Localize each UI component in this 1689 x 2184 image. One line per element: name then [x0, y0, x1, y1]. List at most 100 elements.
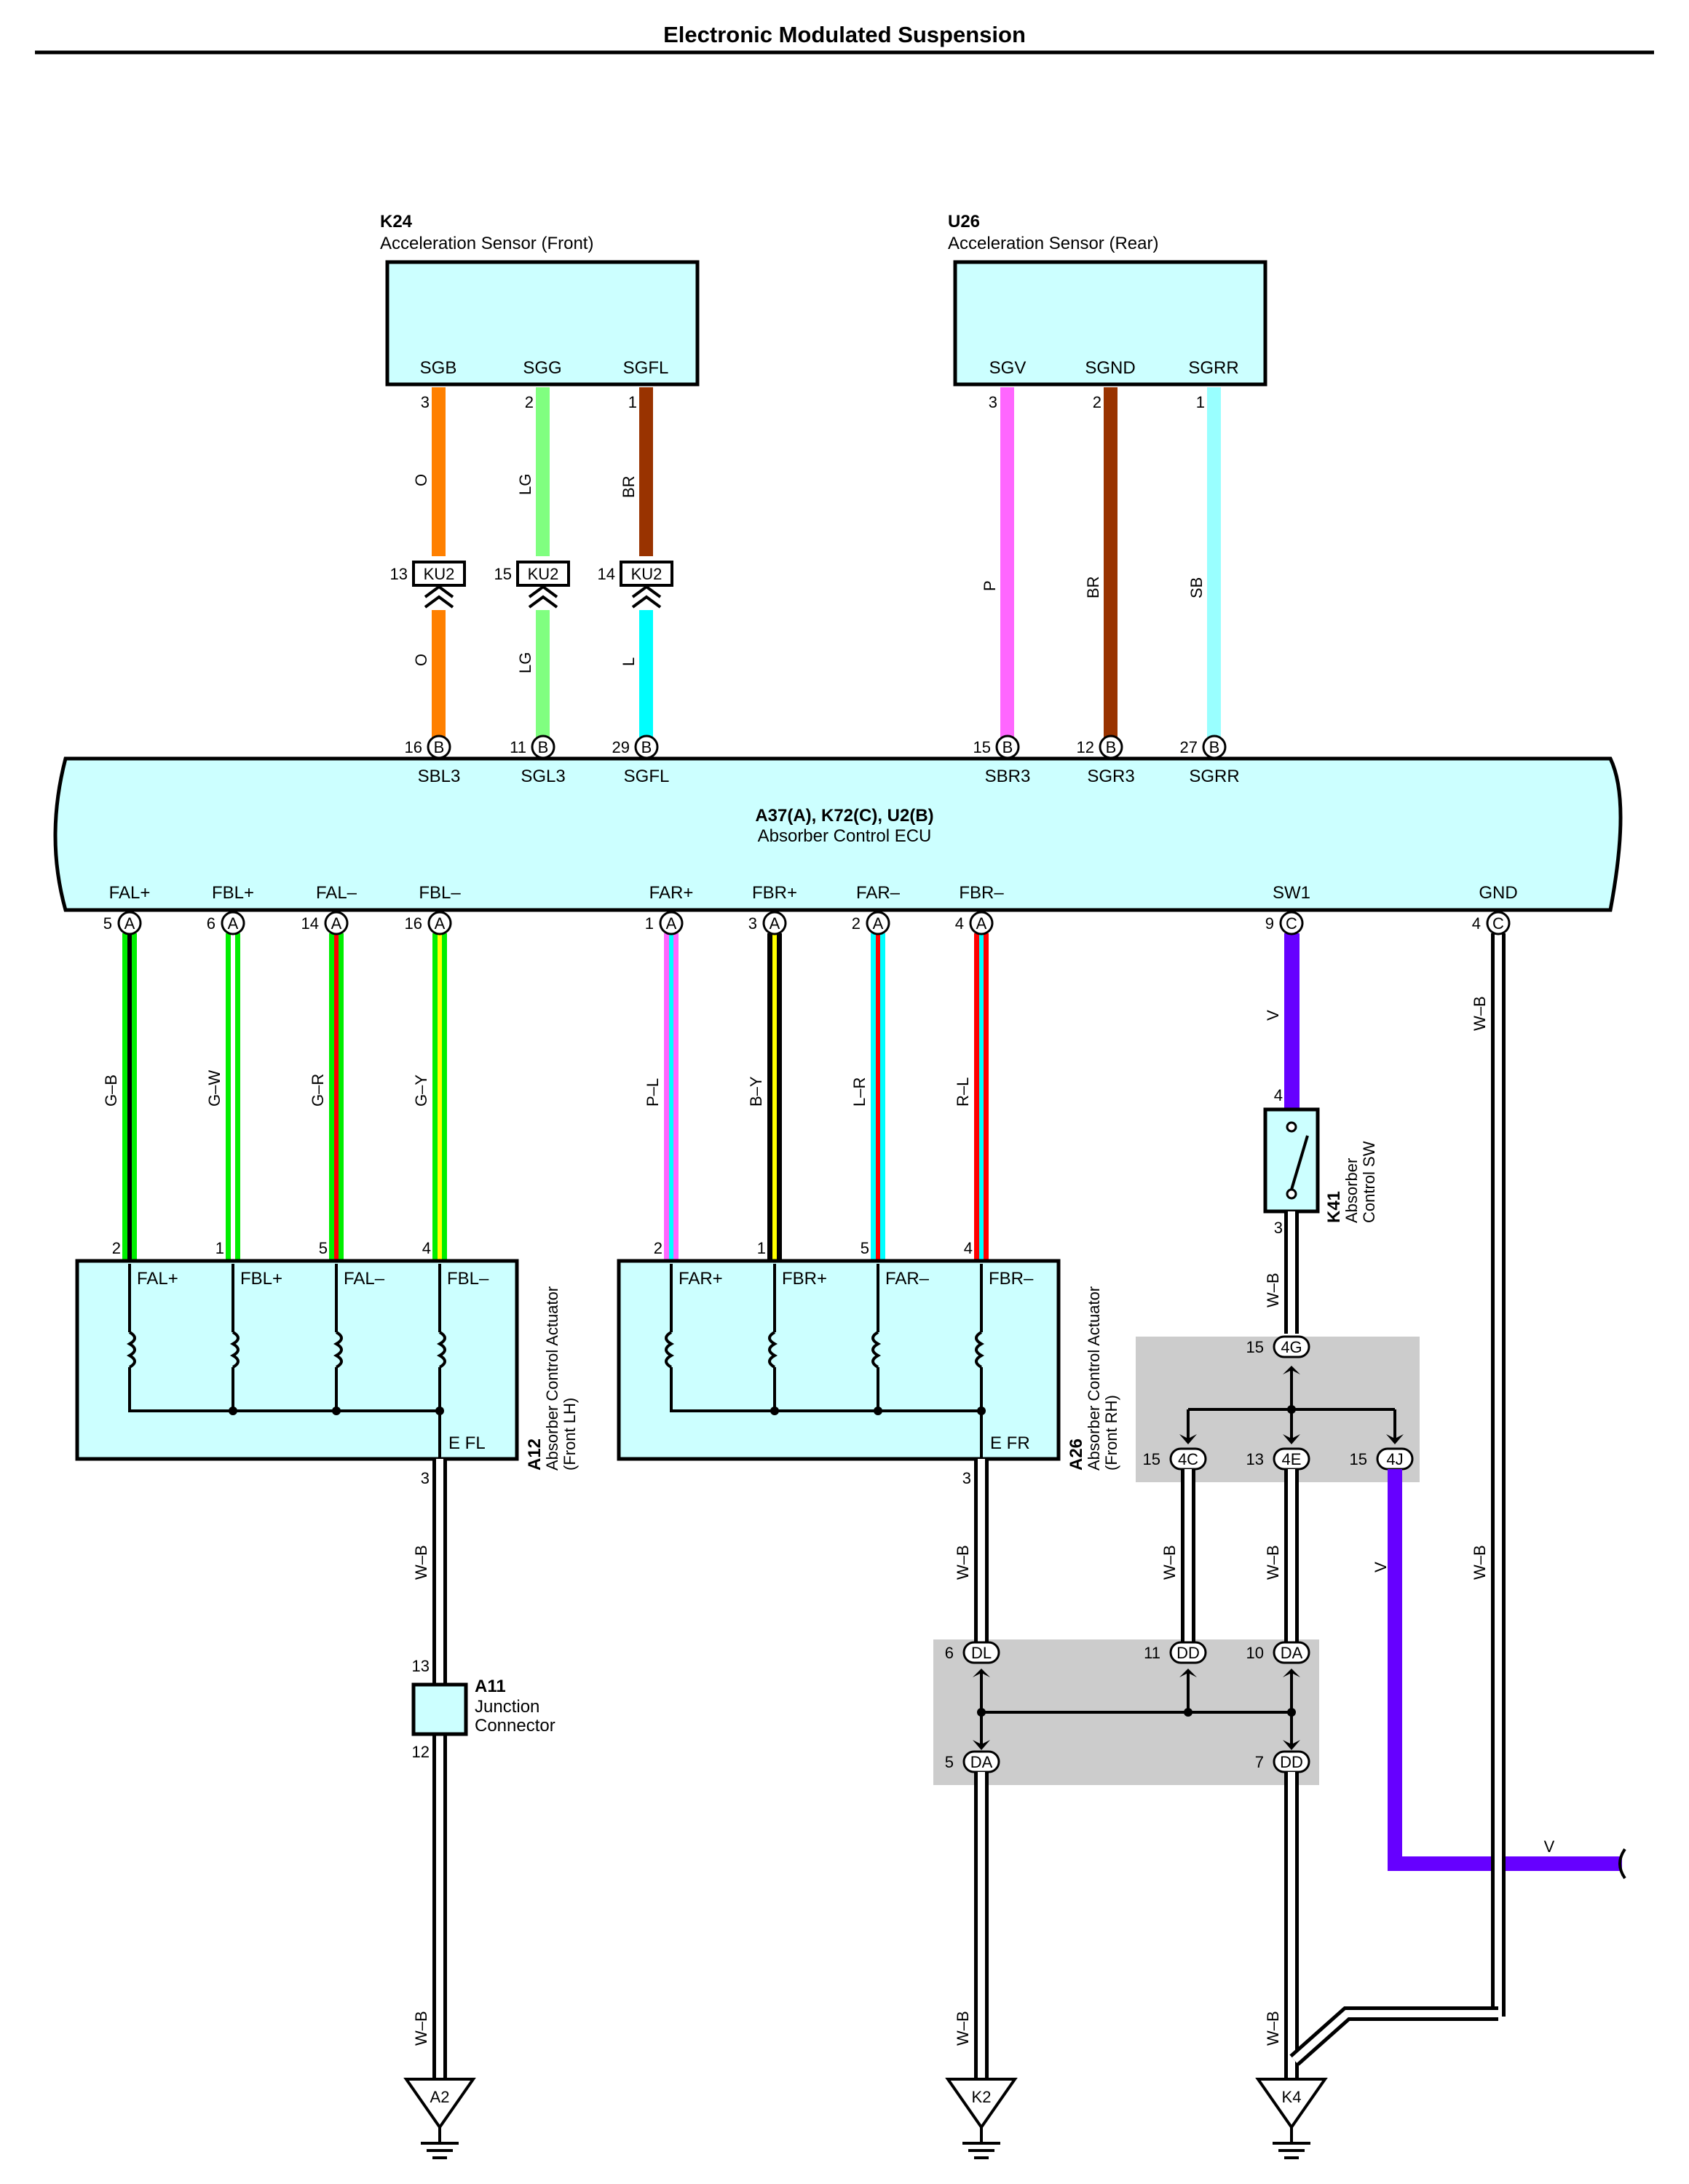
a11-name-line2: Connector: [475, 1716, 555, 1736]
ecu-pin-circle-fal-minus: [324, 911, 349, 935]
ecu-pin-label-far-plus: FAR+: [649, 883, 694, 903]
wire-label-gnd-wb-2: W–B: [1471, 1545, 1489, 1580]
wire-label-efl-wb-1: W–B: [412, 1545, 430, 1580]
a11-name-line1: Junction: [475, 1697, 539, 1717]
a26-ground-label: E FR: [990, 1433, 1030, 1453]
conn-dd-bottom-num: 7: [1255, 1753, 1264, 1771]
ecu-pin-label-fbl-plus: FBL+: [212, 883, 254, 903]
ecu-pin-label-sbl3: SBL3: [418, 767, 461, 786]
k24-pinnum-3: 3: [421, 393, 430, 411]
a26-id: A26: [1067, 1439, 1086, 1471]
a11-id: A11: [475, 1677, 506, 1696]
a12-pin-fal-plus: FAL+: [137, 1269, 178, 1289]
ground-k4-triangle: [1255, 2078, 1328, 2130]
a12-common-bus: [128, 1367, 441, 1459]
wire-gnd-crossing-inner: [1495, 1855, 1502, 1872]
k24-pin-sgb: SGB: [420, 358, 457, 378]
ecu-pin-conn-far-plus: A: [666, 914, 677, 933]
ku2-num-13: 13: [390, 565, 408, 583]
u26-id: U26: [948, 212, 980, 232]
a12-name-line1: Absorber Control Actuator: [543, 1286, 561, 1471]
a26-junction-dot-2: [874, 1406, 882, 1415]
ecu-pin-conn-fbr-minus: A: [976, 914, 987, 933]
ecu-pin-num-sw1: 9: [1265, 914, 1274, 933]
a26-junction-dot-1: [770, 1406, 779, 1415]
wire-4c-inner: [1184, 1469, 1192, 1642]
ecu-pin-num-sgfl: 29: [612, 738, 630, 756]
ecu-pin-num-sbr3: 15: [973, 738, 991, 756]
wire-label-o-upper: O: [412, 474, 430, 486]
ecu-pin-conn-sgfl: B: [641, 738, 652, 756]
ecu-pin-circle-sgfl: [634, 735, 659, 759]
ecu-pin-circle-far-minus: [866, 911, 890, 935]
conn-dd-top-label: DD: [1176, 1644, 1200, 1662]
conn-4j-num: 15: [1350, 1450, 1367, 1468]
k41-pin-top: 4: [1274, 1086, 1283, 1104]
a12-ground-label: E FL: [448, 1433, 486, 1453]
wire-k4-inner: [1288, 1772, 1295, 2078]
wire-label-k4-wb: W–B: [1264, 2011, 1282, 2046]
ecu-pin-num-sgrr: 27: [1180, 738, 1198, 756]
conn-4j-label: 4J: [1386, 1450, 1403, 1468]
a12-coils: [126, 1331, 446, 1369]
conn-da-top-num: 10: [1246, 1644, 1264, 1662]
conn-dd-top-num: 11: [1144, 1644, 1160, 1662]
actuator-rh-wires: P–L B–Y L–R R–L: [644, 933, 989, 1261]
ku2-label-14: KU2: [631, 565, 662, 583]
wire-k41-inner: [1288, 1211, 1295, 1334]
a12-actuator: 2 1 5 4 FAL+ FBL+ FAL– FBL– E FL A12 Abs…: [75, 1239, 579, 1471]
a26-pin-far-minus: FAR–: [885, 1269, 930, 1289]
ecu-pin-num-gnd: 4: [1472, 914, 1481, 933]
a11-junction-connector: 13 12 A11 Junction Connector: [411, 1657, 555, 1761]
ecu-box: [53, 756, 1623, 912]
wire-fbl-minus-stripe: [438, 933, 442, 1261]
actuator-lh-wires: G–B G–W G–R G–Y: [102, 933, 447, 1261]
wire-label-efl-wb-2: W–B: [412, 2011, 430, 2046]
a11-box: [411, 1682, 468, 1736]
wire-efr-inner: [978, 1459, 985, 1642]
a26-common-bus: [670, 1367, 983, 1459]
wire-efl-inner: [436, 1459, 443, 2078]
wire-label-br: BR: [1084, 576, 1102, 598]
ecu-pin-num-fbr-minus: 4: [955, 914, 964, 933]
ground-k4-symbol: [1273, 2127, 1310, 2159]
ku2-arrow-13: [424, 585, 454, 609]
ecu-pin-circle-fbl-minus: [427, 911, 452, 935]
wire-a12-ground: 3 W–B W–B: [412, 1459, 447, 2078]
u26-pin-sgv: SGV: [989, 358, 1027, 378]
ecu-pin-num-sgl3: 11: [510, 738, 526, 756]
wire-label-gy: G–Y: [412, 1075, 430, 1107]
page-title: Electronic Modulated Suspension: [663, 22, 1026, 47]
ground-k4: K4: [1255, 2078, 1328, 2159]
k24-id: K24: [380, 212, 413, 232]
ecu-pin-circle-sw1: [1279, 911, 1304, 935]
ecu-pin-label-sgl3: SGL3: [521, 767, 565, 786]
splice-4-dot: [1287, 1405, 1296, 1414]
wire-label-o-lower: O: [412, 654, 430, 666]
ecu-pin-conn-sgl3: B: [538, 738, 549, 756]
ecu-pin-circle-gnd: [1486, 911, 1511, 935]
k41-id: K41: [1324, 1191, 1344, 1223]
wire-sgv: [1000, 387, 1014, 743]
a26-pinnum-2: 2: [654, 1239, 662, 1257]
ecu-pin-label-sw1: SW1: [1273, 883, 1310, 903]
conn-4g: [1273, 1335, 1310, 1358]
splice-4-internals: 4G 15 4C 15 4E 13 4J 15: [1143, 1335, 1414, 1471]
a12-pinnum-1: 1: [215, 1239, 224, 1257]
a12-id: A12: [525, 1439, 545, 1471]
wire-far-plus-stripe: [669, 933, 673, 1261]
conn-dl-num: 6: [945, 1644, 954, 1662]
wire-sgb-lower: [432, 610, 446, 743]
wire-4j-continuation-mark: [1618, 1848, 1626, 1880]
conn-4c-label: 4C: [1178, 1450, 1198, 1468]
ground-a2-label: A2: [430, 2088, 450, 2106]
ecu-pin-label-fal-minus: FAL–: [316, 883, 357, 903]
conn-dl: [962, 1641, 1000, 1664]
wire-gnd-inner: [1495, 933, 1502, 2017]
ecu-pin-label-far-minus: FAR–: [856, 883, 901, 903]
wire-sgg-lower: [536, 610, 550, 743]
ground-a2-triangle: [403, 2078, 476, 2130]
ecu-pin-num-fbl-plus: 6: [207, 914, 215, 933]
a12-pin-fal-minus: FAL–: [344, 1269, 385, 1289]
ecu-pin-circle-fal-plus: [117, 911, 142, 935]
